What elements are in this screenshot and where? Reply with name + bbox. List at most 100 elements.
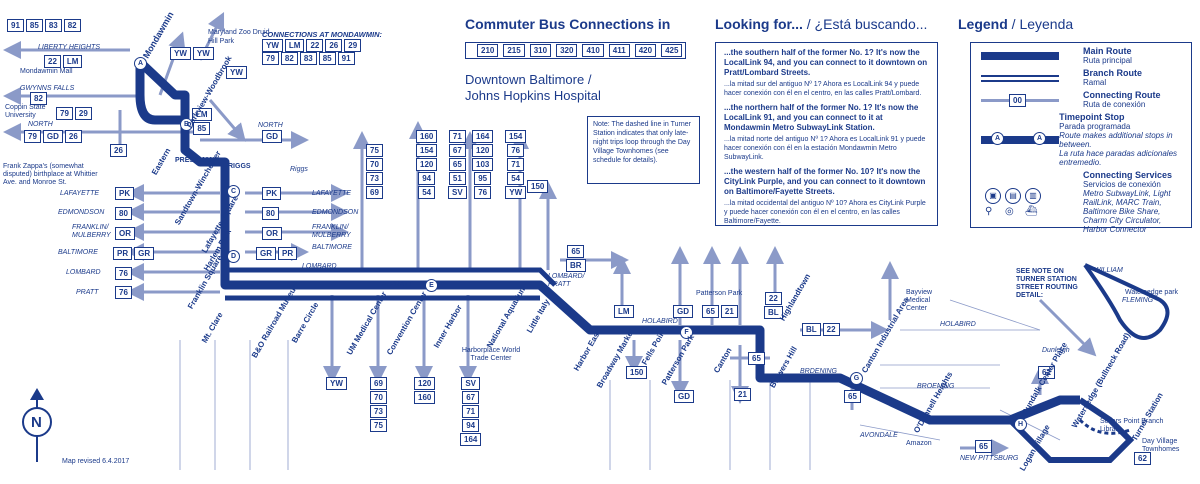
route-badge: OR — [115, 227, 135, 240]
route-badge: YW — [262, 39, 283, 52]
legend-main-en: Main Route — [1083, 46, 1132, 56]
route-badge: 160 — [416, 130, 438, 143]
landmark-library: Sollers Point Branch Library — [1100, 418, 1164, 433]
looking-for-box: ...the southern half of the former No. 1… — [715, 42, 938, 226]
fells-gd-route: GD — [673, 305, 695, 318]
street-liberty: LIBERTY HEIGHTS — [38, 44, 100, 51]
route-badge: 71 — [462, 405, 480, 418]
timepoint-f: F — [680, 326, 693, 339]
route-badge: GD — [262, 130, 282, 143]
looking-for-es: / ¿Está buscando... — [802, 16, 928, 32]
timepoint-e: E — [425, 279, 438, 292]
street-riggs-main: RIGGS — [228, 163, 251, 170]
route-badge: 76 — [507, 144, 525, 157]
route-badge: YW — [326, 377, 347, 390]
route-badge: 75 — [366, 144, 383, 157]
street-pratt-downtown: PRATT — [390, 281, 413, 288]
route-badge: 94 — [418, 172, 436, 185]
street-edmondson-e: EDMONDSON — [312, 209, 359, 216]
route-badge: 65 — [702, 305, 719, 318]
route-badge: 73 — [366, 172, 383, 185]
legend-cs-en: Connecting Services — [1083, 170, 1173, 180]
route-badge: 67 — [462, 391, 480, 404]
route-badge: 76 — [474, 186, 492, 199]
landmark-mondawmin-mall: Mondawmin Mall — [20, 68, 73, 75]
route-badge: LM — [284, 39, 305, 52]
street-odonnell: BRDENING — [800, 368, 837, 375]
legend-branch-es: Ramal — [1083, 78, 1107, 87]
route-badge: 85 — [25, 19, 43, 32]
legend-cs-detail: Metro SubwayLink, Light RailLink, MARC T… — [1083, 189, 1171, 234]
street-gwynns: GWYNNS FALLS — [20, 85, 75, 92]
dundalk-62: 62 — [1038, 366, 1057, 379]
route-badge: 71 — [448, 130, 466, 143]
timepoint-g: G — [850, 372, 863, 385]
route-badge: 22 — [44, 55, 61, 68]
route-badge: 80 — [262, 207, 279, 220]
route-badge: 73 — [370, 405, 387, 418]
street-eastern-east: HOLABIRD — [940, 321, 976, 328]
looking-for-item-en: ...the western half of the former No. 10… — [724, 167, 926, 196]
route-badge: 76 — [115, 286, 132, 299]
route-badge: 70 — [366, 158, 383, 171]
looking-for-item-es: ...la mitad norte del antiguo Nº 1? Ahor… — [724, 136, 926, 161]
street-eastern: HOLABIRD — [642, 318, 678, 325]
route-badge: 79 — [262, 52, 279, 65]
caroline-lm-route: LM — [614, 305, 636, 318]
landmark-day-village: Day Village Townhomes — [1142, 438, 1180, 453]
legend-tp-en: Timepoint Stop — [1059, 112, 1125, 122]
street-edmondson: EDMONDSON — [58, 209, 105, 216]
commuter-route-badge: 420 — [634, 44, 657, 57]
route-badge: 82 — [63, 19, 81, 32]
landmark-coppin: Coppin State University — [5, 104, 46, 119]
timepoint-a: A — [134, 57, 147, 70]
street-franklin-e: FRANKLIN/ MULBERRY — [312, 224, 351, 239]
route-badge: 65 — [844, 390, 861, 403]
street-lafayette-e: LAFAYETTE — [312, 190, 352, 197]
timepoint-b: B — [180, 118, 193, 131]
route-badge: 94 — [462, 419, 480, 432]
route-badge: 80 — [115, 207, 132, 220]
route-badge: 160 — [414, 391, 436, 404]
route-badge: PR — [113, 247, 133, 260]
street-baltimore: BALTIMORE — [58, 249, 98, 256]
route-badge: YW — [505, 186, 527, 199]
legend-connecting-en: Connecting Route — [1083, 90, 1161, 100]
president-routes: 150 — [527, 180, 550, 193]
looking-for-item-en: ...the northern half of the former No. 1… — [724, 103, 919, 132]
harbor-connector-icon: ⛴ — [1025, 205, 1038, 217]
broening-65: 65 — [975, 440, 994, 453]
commuter-route-badge: 215 — [503, 44, 525, 57]
lafayette-routes: PK — [115, 187, 136, 200]
route-badge: 71 — [507, 158, 525, 171]
looking-for-item-es: ...la mitad sur del antiguo Nº 1? Ahora … — [724, 81, 922, 97]
street-lombard: LOMBARD — [66, 269, 101, 276]
edmondson-routes: 80 — [115, 207, 134, 220]
route-badge: 54 — [418, 186, 436, 199]
pk-route-east: PK — [262, 187, 283, 200]
route-badge: 85 — [318, 52, 336, 65]
route-badge: GD — [673, 305, 693, 318]
destination-line-1: Downtown Baltimore / — [465, 72, 592, 87]
legend-en: Legend — [958, 16, 1008, 32]
route-badge: GR — [256, 247, 276, 260]
legend-main-es: Ruta principal — [1083, 56, 1132, 65]
franklin-routes: OR — [115, 227, 137, 240]
fait-21: 21 — [734, 388, 753, 401]
legend-tp-es: Parada programada — [1059, 122, 1131, 131]
landmark-zappa: Frank Zappa's (somewhat disputed) birthp… — [3, 163, 98, 186]
broadway-150-route: 150 — [626, 366, 649, 379]
destination: Downtown Baltimore / Johns Hopkins Hospi… — [465, 72, 601, 104]
street-pressman: PRESSMAN — [175, 157, 215, 164]
yw-route-2: YW — [226, 66, 249, 79]
commuter-route-badge: 310 — [529, 44, 552, 57]
route-badge: 82 — [30, 92, 47, 105]
turner-station-note: Note: The dashed line in Turner Station … — [587, 116, 700, 184]
route-badge: BR — [566, 259, 586, 272]
